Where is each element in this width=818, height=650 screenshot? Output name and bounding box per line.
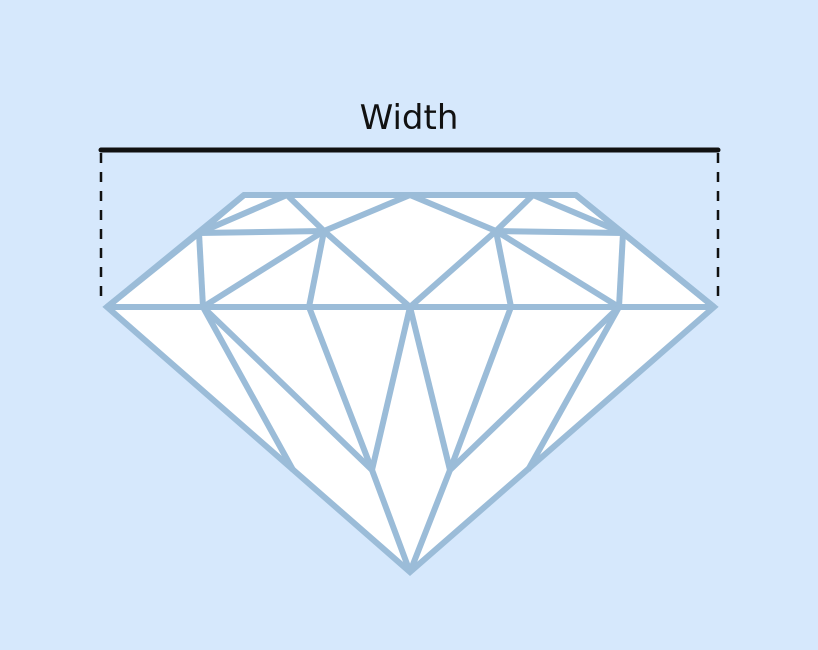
width-label: Width [359, 98, 459, 138]
pavilion-facets [200, 304, 622, 574]
width-measure [98, 147, 721, 296]
